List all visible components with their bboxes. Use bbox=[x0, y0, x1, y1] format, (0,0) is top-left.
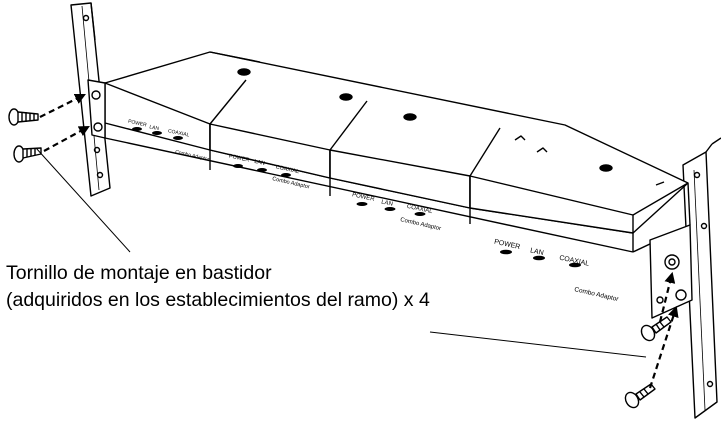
led-label-power: POWER bbox=[228, 153, 250, 163]
brand-label: Combo Adaptor bbox=[574, 286, 620, 303]
screw-left-top bbox=[8, 108, 39, 126]
led-indicators bbox=[132, 127, 581, 268]
led-label-coaxial: COAXIAL bbox=[406, 204, 433, 215]
caption-line-2: (adquiridos en los establecimientos del … bbox=[6, 289, 430, 311]
leader-line-left bbox=[35, 147, 131, 253]
led-label-lan: LAN bbox=[381, 199, 394, 207]
led-label-lan: LAN bbox=[254, 159, 266, 167]
led-label-coaxial: COAXIAL bbox=[275, 164, 300, 175]
led-label-lan: LAN bbox=[149, 124, 160, 132]
right-rack-rail bbox=[682, 137, 721, 419]
led-label-power: POWER bbox=[127, 119, 147, 129]
led-label-lan: LAN bbox=[529, 247, 544, 257]
left-mounting-bracket bbox=[87, 79, 106, 139]
led-label-power: POWER bbox=[351, 192, 375, 203]
caption-line-1: Tornillo de montaje en bastidor bbox=[6, 262, 272, 284]
brand-label: Combo Adaptor bbox=[175, 149, 211, 163]
led-label-coaxial: COAXIAL bbox=[167, 128, 190, 138]
led-label-power: POWER bbox=[493, 239, 520, 251]
right-mounting-bracket bbox=[649, 224, 693, 319]
screw-right-top bbox=[640, 316, 672, 342]
brand-label: Combo Adaptor bbox=[400, 217, 442, 232]
rack-unit-front bbox=[104, 82, 691, 253]
insertion-arrows bbox=[39, 94, 679, 389]
leader-line-right bbox=[429, 331, 647, 358]
